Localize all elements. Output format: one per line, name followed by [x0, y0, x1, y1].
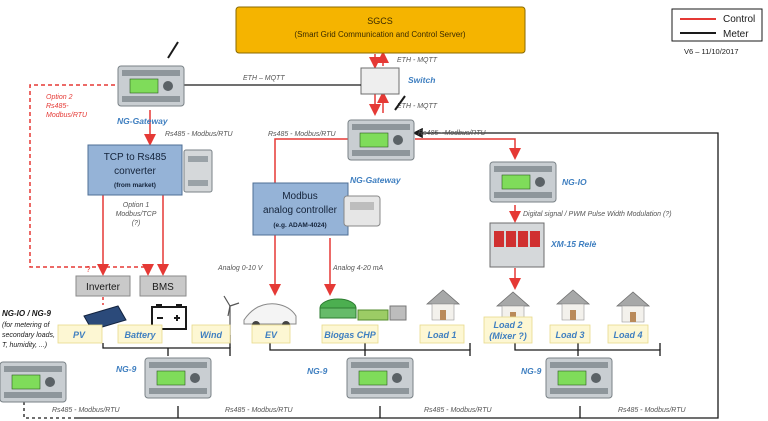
analog-v-label: Analog 0-10 V — [217, 265, 264, 272]
converter-hardware-image — [183, 149, 213, 193]
load-label-load3: Load 3 — [555, 330, 584, 340]
modbus-analog-controller-box — [252, 182, 349, 236]
bottom-rs485-label-3: Rs485 - Modbus/RTU — [424, 407, 493, 414]
meter-lines — [23, 127, 719, 419]
modbus-ctrl-line3: (e.g. ADAM-4024) — [273, 222, 326, 229]
digital-signal-label: Digital signal / PWM Pulse Width Modulat… — [523, 211, 672, 218]
bms-label: BMS — [152, 282, 174, 293]
option2-line3: Modbus/RTU — [46, 112, 88, 119]
switch-label: Switch — [408, 75, 435, 85]
eth-mqtt-left-label: ETH – MQTT — [243, 75, 285, 82]
side-note-line3: T, humidity, ...) — [2, 342, 47, 349]
ng9-center-label: NG-9 — [307, 366, 328, 376]
load-label-boxes — [57, 316, 649, 344]
rs485-left-label: Rs485 - Modbus/RTU — [165, 131, 234, 138]
bms-box — [139, 275, 187, 297]
load-label-load2-line2: (Mixer ?) — [489, 331, 527, 341]
converter-line1: TCP to Rs485 — [104, 152, 167, 163]
inverter-box — [75, 275, 131, 297]
load-label-load2-line1: Load 2 — [493, 320, 522, 330]
ng9-right-device — [545, 357, 613, 399]
ngio-label: NG-IO — [562, 177, 587, 187]
ngio-ng9-side-device — [0, 361, 67, 403]
side-note-title: NG-IO / NG-9 — [2, 309, 51, 318]
ng9-left-label: NG-9 — [116, 364, 137, 374]
ngio-device — [489, 161, 557, 203]
sgcs-subtitle: (Smart Grid Communication and Control Se… — [294, 30, 466, 39]
ng9-right-label: NG-9 — [521, 366, 542, 376]
tcp-rs485-converter-box — [87, 144, 183, 196]
center-gateway-device — [347, 95, 415, 161]
eth-mqtt-top-label: ETH - MQTT — [397, 57, 438, 64]
load-label-load1: Load 1 — [427, 330, 456, 340]
control-lines — [29, 51, 521, 305]
load-label-battery: Battery — [124, 330, 156, 340]
converter-line2: converter — [114, 166, 156, 177]
house-icon-load1 — [426, 289, 460, 321]
center-gateway-label: NG-Gateway — [350, 175, 402, 185]
ng9-left-device — [144, 357, 212, 399]
eth-mqtt-bottom-label: ETH - MQTT — [397, 103, 438, 110]
load-label-wind: Wind — [200, 330, 222, 340]
analog-ma-label: Analog 4-20 mA — [332, 265, 384, 272]
battery-icon — [151, 304, 187, 330]
xm15-relay-device — [489, 222, 545, 268]
version-label: V6 – 11/10/2017 — [684, 47, 739, 56]
bottom-rs485-label-2: Rs485 - Modbus/RTU — [225, 407, 294, 414]
legend-box — [671, 8, 763, 42]
left-gateway-label: NG-Gateway — [117, 116, 169, 126]
inverter-question-mark: ? — [86, 265, 91, 274]
modbus-ctrl-line2: analog controller — [263, 205, 338, 216]
converter-line3: (from market) — [114, 182, 156, 189]
option1-line3: (?) — [132, 220, 141, 227]
bottom-rs485-label-1: Rs485 - Modbus/RTU — [52, 407, 121, 414]
left-gateway-device — [117, 41, 185, 107]
rs485-center-right-label: Rs485 - Modbus/RTU — [418, 130, 487, 137]
side-note-line2: secondary loads, — [2, 332, 55, 339]
rs485-center-left-label: Rs485 - Modbus/RTU — [268, 131, 337, 138]
switch-box — [360, 67, 400, 95]
legend-meter-label: Meter — [723, 29, 749, 40]
side-note-line1: (for metering of — [2, 322, 51, 329]
ng9-center-device — [346, 357, 414, 399]
option2-line2: Rs485- — [46, 103, 69, 110]
inverter-label: Inverter — [86, 282, 121, 293]
load-label-ev: EV — [265, 330, 278, 340]
option2-line1: Option 2 — [46, 94, 73, 101]
house-icon-load4 — [616, 291, 650, 323]
bottom-rs485-label-4: Rs485 - Modbus/RTU — [618, 407, 687, 414]
load-label-pv: PV — [73, 330, 86, 340]
xm15-label: XM-15 Relè — [550, 239, 597, 249]
option1-line1: Option 1 — [123, 202, 150, 209]
option1-line2: Modbus/TCP — [116, 211, 157, 218]
sgcs-title: SGCS — [367, 16, 393, 26]
load-label-load4: Load 4 — [613, 330, 642, 340]
adam-module-image — [343, 195, 381, 227]
load-label-biogas: Biogas CHP — [324, 330, 377, 340]
house-icon-load3 — [556, 289, 590, 321]
modbus-ctrl-line1: Modbus — [282, 191, 318, 202]
biogas-plant-image — [319, 298, 407, 321]
sgcs-server-box — [235, 6, 526, 54]
legend-control-label: Control — [723, 14, 755, 25]
